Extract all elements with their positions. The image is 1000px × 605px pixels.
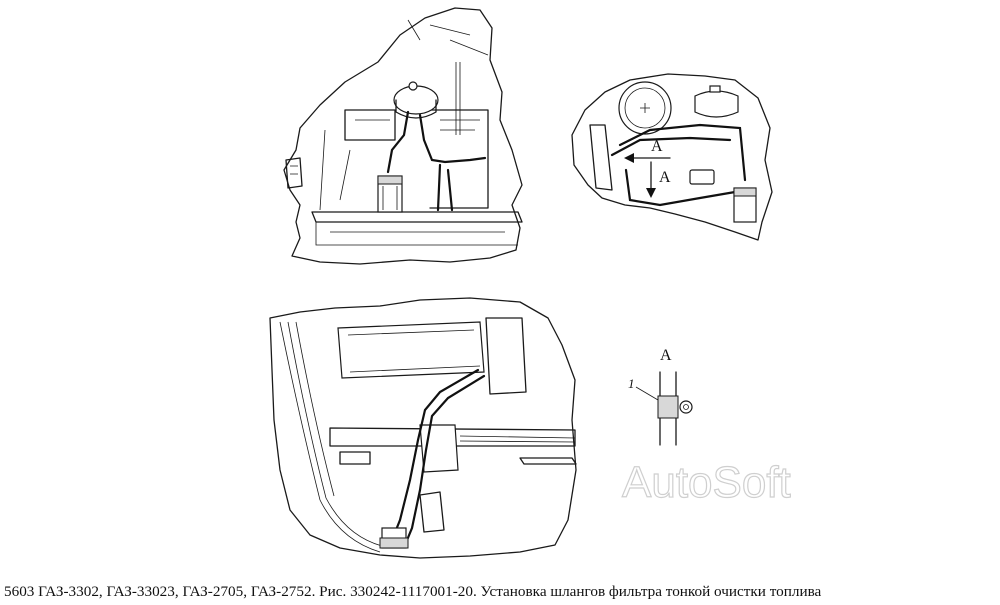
view-top-left-engine-bay [283,7,523,265]
callout-1-label: 1 [628,376,635,391]
figure-caption: 5603 ГАЗ-3302, ГАЗ-33023, ГАЗ-2705, ГАЗ-… [4,583,822,600]
view-top-right-with-arrows: A A [571,73,773,241]
detail-view-a: A 1 [628,347,693,446]
watermark: AutoSoft [622,458,791,507]
view-a-title: A [660,347,672,364]
view-bottom-left-chassis [269,297,577,559]
arrow-a-horizontal-label: A [651,138,663,155]
arrow-a-vertical-label: A [659,169,671,186]
